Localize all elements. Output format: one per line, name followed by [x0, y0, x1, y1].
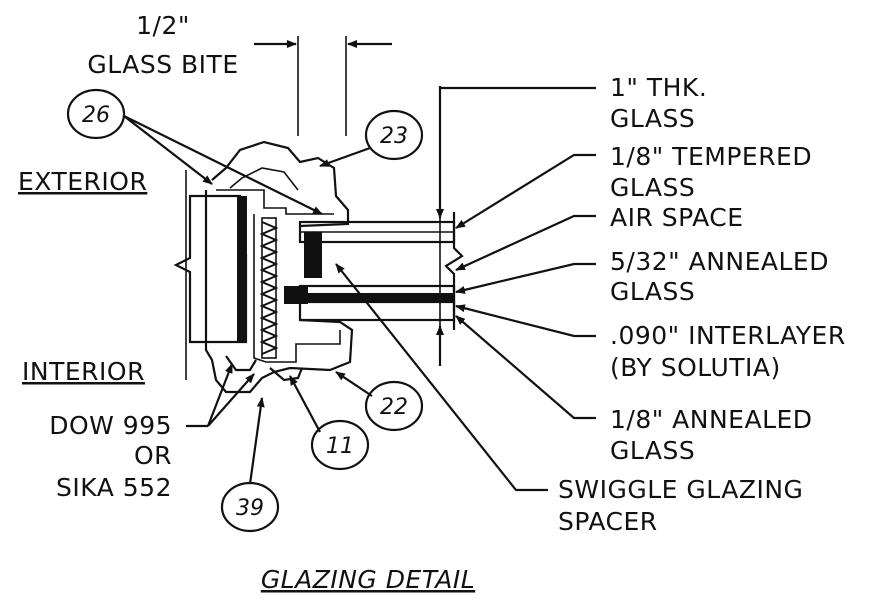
callout-23: 23: [364, 109, 424, 161]
annealed-18-label-1: 1/8" ANNEALED: [610, 405, 813, 434]
annealed-18-label-2: GLASS: [610, 436, 695, 465]
callout-11-label: 11: [326, 434, 354, 459]
tempered-glass-label-1: 1/8" TEMPERED: [610, 142, 812, 171]
swiggle-spacer-shape: [304, 232, 322, 278]
wall-substrate: [173, 170, 248, 380]
thickness-dimension: [436, 86, 596, 366]
thk-glass-label-2: GLASS: [610, 104, 695, 133]
exterior-label: EXTERIOR: [18, 167, 147, 196]
interlayer-label-1: .090" INTERLAYER: [610, 321, 846, 350]
interior-label: INTERIOR: [22, 357, 145, 386]
callout-11: 11: [310, 419, 370, 471]
frame-extrusion: [204, 140, 354, 394]
spacer-label-1: SWIGGLE GLAZING: [558, 475, 803, 504]
bubble-leaders: [123, 115, 373, 485]
drawing-title: GLAZING DETAIL: [261, 565, 475, 594]
callout-22-label: 22: [380, 395, 408, 420]
sealant-label-3: SIKA 552: [56, 473, 172, 502]
callout-23-label: 23: [380, 124, 408, 149]
leader-lines: [335, 153, 596, 492]
callout-39: 39: [220, 481, 280, 533]
glass-assembly: [298, 212, 464, 330]
callout-39-label: 39: [236, 496, 264, 521]
callout-26: 26: [66, 88, 126, 140]
glass-bite-label-2: GLASS BITE: [87, 50, 238, 79]
interlayer-label-2: (BY SOLUTIA): [610, 353, 781, 382]
glass-bite-label-1: 1/2": [136, 11, 190, 40]
air-space-label: AIR SPACE: [610, 203, 744, 232]
serrated-gasket: [259, 217, 279, 359]
callout-22: 22: [364, 380, 424, 432]
glass-bite-dimension: [254, 36, 392, 136]
annealed-532-label-1: 5/32" ANNEALED: [610, 247, 829, 276]
tempered-glass-label-2: GLASS: [610, 173, 695, 202]
annealed-532-label-2: GLASS: [610, 277, 695, 306]
callout-26-label: 26: [82, 103, 110, 128]
sealant-label-2: OR: [134, 441, 172, 470]
sealant-label-1: DOW 995: [49, 411, 172, 440]
spacer-label-2: SPACER: [558, 507, 658, 536]
thk-glass-label-1: 1" THK.: [610, 73, 707, 102]
